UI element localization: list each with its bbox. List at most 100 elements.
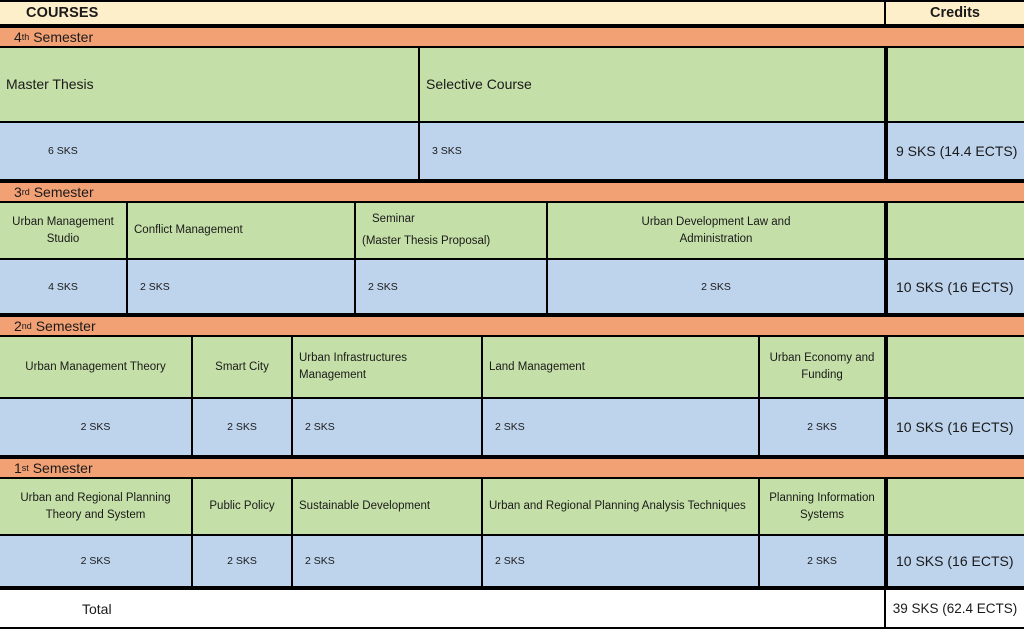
sks-label: 2 SKS — [807, 421, 837, 433]
course-name-label: Seminar — [372, 213, 415, 226]
sks-label: 2 SKS — [305, 555, 335, 567]
credit-cell-semester-2-spacer — [886, 337, 1024, 397]
total-label: Total — [0, 590, 886, 627]
course-cell-planning-information-systems: Planning Information Systems — [760, 479, 886, 534]
course-cell-urban-development-law: Urban Development Law and Administration — [548, 203, 886, 258]
credit-row-4: 6 SKS 3 SKS 9 SKS (14.4 ECTS) — [0, 123, 1024, 181]
course-cell-selective-course: Selective Course — [420, 48, 886, 121]
course-name-label: Conflict Management — [134, 224, 243, 237]
semester-total-credits: 10 SKS (16 ECTS) — [896, 419, 1014, 435]
header-courses-label: COURSES — [0, 2, 886, 24]
course-name-label: Urban Economy and Funding — [769, 352, 875, 381]
semester-label-suffix-1: Semester — [32, 460, 93, 476]
header-credits-label: Credits — [930, 5, 980, 21]
course-name-label: Selective Course — [426, 76, 532, 93]
sks-label: 2 SKS — [140, 280, 170, 293]
course-cell-urban-economy-and-funding: Urban Economy and Funding — [760, 337, 886, 397]
credit-cell-semester-3-spacer — [886, 203, 1024, 258]
course-name-row-3: Urban Management Studio Conflict Managem… — [0, 203, 1024, 260]
sks-label: 2 SKS — [227, 555, 257, 567]
sks-cell-urban-management-studio: 4 SKS — [0, 260, 128, 313]
semester-ordinal-number-3: 3 — [14, 184, 22, 200]
sks-cell-public-policy: 2 SKS — [193, 536, 293, 586]
sks-cell-sustainable-development: 2 SKS — [293, 536, 483, 586]
course-name-label: Urban Management Studio — [12, 215, 114, 245]
course-name-label: Planning Information Systems — [769, 491, 875, 521]
course-name-row-2: Urban Management Theory Smart City Urban… — [0, 337, 1024, 399]
sks-cell-land-management: 2 SKS — [483, 399, 760, 455]
sks-label: 2 SKS — [807, 555, 837, 567]
semester-ordinal-number-4: 4 — [14, 29, 22, 45]
course-cell-urban-regional-planning-theory-system: Urban and Regional Planning Theory and S… — [0, 479, 193, 534]
semester-total-credits: 10 SKS (16 ECTS) — [896, 553, 1014, 569]
total-credits-value: 39 SKS (62.4 ECTS) — [892, 601, 1018, 616]
sks-cell-urban-management-theory: 2 SKS — [0, 399, 193, 455]
semester-total-credits: 10 SKS (16 ECTS) — [896, 278, 1014, 295]
sks-label: 2 SKS — [80, 555, 111, 567]
sks-cell-urban-regional-planning-theory-system: 2 SKS — [0, 536, 193, 586]
course-name-label: Smart City — [215, 360, 269, 373]
sks-label: 2 SKS — [227, 421, 257, 433]
credit-cell-semester-3: 10 SKS (16 ECTS) — [886, 260, 1024, 313]
credit-row-3: 4 SKS 2 SKS 2 SKS 2 SKS 10 SKS (16 ECTS) — [0, 260, 1024, 315]
course-cell-public-policy: Public Policy — [193, 479, 293, 534]
course-name-label: Sustainable Development — [299, 500, 431, 513]
credit-cell-semester-1: 10 SKS (16 ECTS) — [886, 536, 1024, 586]
sks-label: 2 SKS — [495, 555, 525, 567]
sks-label: 2 SKS — [80, 421, 111, 433]
course-cell-smart-city: Smart City — [193, 337, 293, 397]
course-cell-conflict-management: Conflict Management — [128, 203, 356, 258]
course-name-label: Urban Management Theory — [25, 360, 166, 373]
sks-cell-planning-information-systems: 2 SKS — [760, 536, 886, 586]
course-cell-urban-management-studio: Urban Management Studio — [0, 203, 128, 258]
sks-cell-urban-regional-planning-analysis-techniques: 2 SKS — [483, 536, 760, 586]
sks-cell-seminar: 2 SKS — [356, 260, 548, 313]
sks-label: 2 SKS — [495, 421, 525, 433]
sks-cell-urban-economy-and-funding: 2 SKS — [760, 399, 886, 455]
semester-ordinal-number-2: 2 — [14, 318, 22, 334]
course-name-row-1: Urban and Regional Planning Theory and S… — [0, 479, 1024, 536]
course-cell-urban-regional-planning-analysis-techniques: Urban and Regional Planning Analysis Tec… — [483, 479, 760, 534]
sks-label: 2 SKS — [305, 421, 335, 433]
semester-total-credits: 9 SKS (14.4 ECTS) — [896, 143, 1018, 159]
semester-label-suffix-4: Semester — [33, 29, 94, 45]
semester-label-suffix-2: Semester — [35, 318, 96, 334]
credit-row-1: 2 SKS 2 SKS 2 SKS 2 SKS 2 SKS 10 SKS (16… — [0, 536, 1024, 588]
course-cell-sustainable-development: Sustainable Development — [293, 479, 483, 534]
sks-cell-urban-development-law: 2 SKS — [548, 260, 886, 313]
course-name-label: Urban and Regional Planning Analysis Tec… — [489, 500, 746, 513]
course-name-subtitle: (Master Thesis Proposal) — [362, 235, 491, 248]
credit-cell-semester-2: 10 SKS (16 ECTS) — [886, 399, 1024, 455]
sks-cell-smart-city: 2 SKS — [193, 399, 293, 455]
course-cell-land-management: Land Management — [483, 337, 760, 397]
semester-label-suffix-3: Semester — [33, 184, 94, 200]
credit-cell-semester-1-spacer — [886, 479, 1024, 534]
course-name-row-4: Master Thesis Selective Course — [0, 48, 1024, 123]
sks-cell-selective-course: 3 SKS — [420, 123, 886, 179]
sks-cell-conflict-management: 2 SKS — [128, 260, 356, 313]
course-cell-urban-infrastructures-management: Urban Infrastructures Management — [293, 337, 483, 397]
course-cell-master-thesis: Master Thesis — [0, 48, 420, 121]
sks-label: 3 SKS — [432, 145, 462, 157]
sks-cell-urban-infrastructures-management: 2 SKS — [293, 399, 483, 455]
credit-row-2: 2 SKS 2 SKS 2 SKS 2 SKS 2 SKS 10 SKS (16… — [0, 399, 1024, 457]
credit-cell-semester-4-spacer — [886, 48, 1024, 121]
table-header-row: COURSES Credits — [0, 2, 1024, 26]
course-name-label: Master Thesis — [6, 76, 94, 93]
sks-label: 2 SKS — [701, 280, 731, 293]
sks-label: 6 SKS — [48, 145, 78, 157]
course-name-label: Urban and Regional Planning Theory and S… — [20, 491, 171, 521]
credit-cell-semester-4: 9 SKS (14.4 ECTS) — [886, 123, 1024, 179]
course-name-label: Urban Development Law and Administration — [641, 215, 791, 245]
course-name-label: Urban Infrastructures Management — [299, 352, 408, 381]
sks-label: 4 SKS — [48, 280, 78, 293]
course-cell-seminar: Seminar (Master Thesis Proposal) — [356, 203, 548, 258]
sks-cell-master-thesis: 6 SKS — [0, 123, 420, 179]
semester-ordinal-number-1: 1 — [14, 460, 22, 476]
course-name-label: Public Policy — [209, 500, 275, 513]
